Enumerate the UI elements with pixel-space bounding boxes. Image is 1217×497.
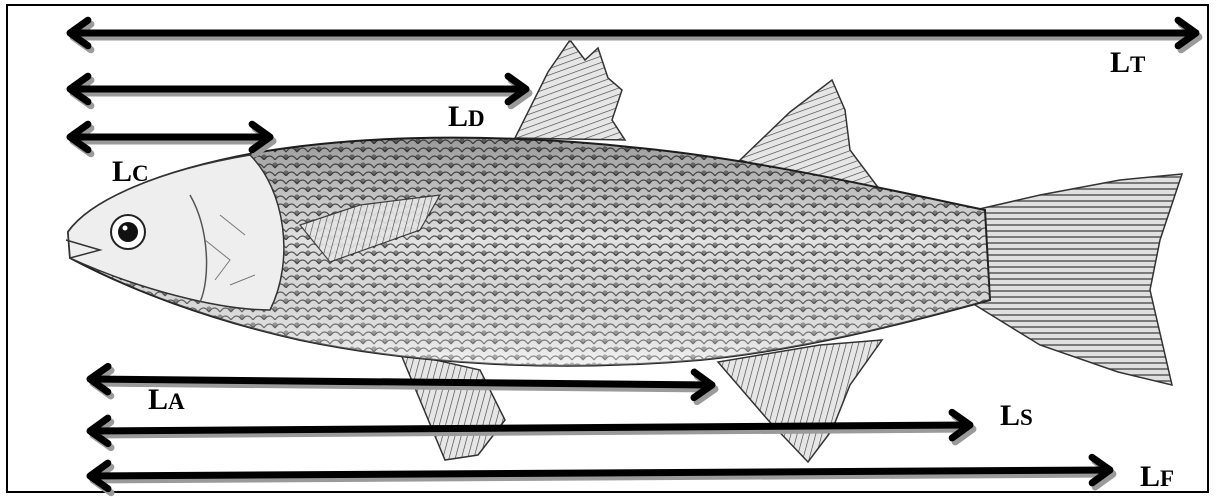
arrow-lt bbox=[70, 20, 1196, 46]
arrow-lt-shadow bbox=[73, 24, 1199, 50]
arrow-ld bbox=[70, 76, 526, 102]
label-ls: LS bbox=[1000, 401, 1033, 431]
arrow-lc-shadow bbox=[73, 128, 273, 154]
anal-fin bbox=[718, 340, 882, 462]
pelvic-fin bbox=[400, 352, 505, 460]
arrow-lf bbox=[90, 457, 1110, 488]
label-lc: LC bbox=[112, 157, 149, 187]
label-ld: LD bbox=[448, 102, 485, 132]
label-lf: LF bbox=[1140, 462, 1174, 492]
label-la: LA bbox=[148, 385, 185, 415]
label-lt: LT bbox=[1110, 48, 1145, 78]
caudal-fin bbox=[975, 174, 1182, 385]
arrow-ls bbox=[90, 412, 970, 443]
arrow-lc bbox=[70, 124, 270, 150]
first-dorsal-fin bbox=[515, 40, 625, 140]
eye bbox=[111, 215, 145, 249]
